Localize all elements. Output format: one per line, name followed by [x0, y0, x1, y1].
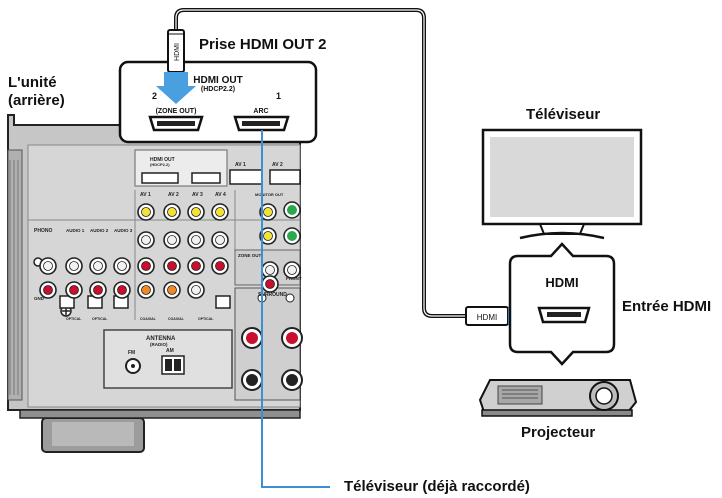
rca-jack-core — [215, 261, 225, 271]
rca-jack-core — [167, 261, 177, 271]
rca-jack-core — [167, 235, 177, 245]
projector-callout-hdmi-label: HDMI — [545, 275, 578, 290]
panel-antenna-sub: (RADIO) — [150, 342, 168, 347]
panel-hdmi-out-title: HDMI OUT — [150, 157, 175, 163]
unit-rear-label-line1: L'unité — [8, 74, 57, 91]
rca-jack-core — [215, 207, 225, 217]
callout-hdmi-out-subtitle: (HDCP2.2) — [201, 86, 235, 93]
panel-audio3-label: AUDIO 3 — [114, 228, 133, 233]
rca-jack-core — [191, 261, 201, 271]
rca-jack-core — [43, 261, 53, 271]
rca-jack-core — [43, 285, 53, 295]
panel-am-label: AM — [166, 348, 174, 354]
projector-label: Projecteur — [521, 424, 596, 441]
panel-av4-label: AV 4 — [215, 192, 226, 198]
rca-jack-core — [263, 207, 273, 217]
blue-arrow-down — [156, 72, 196, 104]
rca-jack-core — [141, 207, 151, 217]
callout-port1-number: 1 — [276, 91, 281, 101]
receiver-bottom-edge — [19, 409, 301, 419]
tv-already-connected-label: Téléviseur (déjà raccordé) — [344, 478, 530, 495]
tv-stand — [519, 231, 605, 240]
rca-jack-core — [167, 285, 177, 295]
hdmi-out-2-jack-label: Prise HDMI OUT 2 — [199, 36, 327, 53]
callout-port2-number: 2 — [152, 91, 157, 101]
panel-hdmi-out-1-port — [191, 172, 221, 184]
panel-optical-label-2: OPTICAL — [92, 317, 108, 321]
rca-jack-core — [117, 285, 127, 295]
panel-front-label: FRONT — [286, 276, 302, 281]
rca-jack-core — [191, 285, 201, 295]
rca-jack-core — [69, 285, 79, 295]
plug-top-label: HDMI — [174, 43, 181, 61]
rca-jack-core — [93, 261, 103, 271]
rca-jack-core — [167, 207, 177, 217]
hdmi-input-label: Entrée HDMI — [622, 298, 712, 315]
projector-hdmi-callout — [508, 242, 616, 366]
plug-right-label: HDMI — [477, 313, 497, 322]
panel-coaxial-label-2: COAXIAL — [168, 317, 185, 321]
panel-labels: HDMI OUT (HDCP2.2) AV 1 AV 2 AV 1 AV 2 A… — [34, 157, 302, 356]
panel-hdmi-out-2-port — [141, 172, 179, 184]
panel-phono-label: PHONO — [34, 228, 52, 234]
projector — [478, 379, 638, 417]
projector-hdmi-port — [547, 312, 581, 317]
hdmi-out-2-port — [157, 121, 195, 126]
unit-rear-label-line2: (arrière) — [8, 92, 65, 109]
receiver-foot-inner — [52, 422, 134, 446]
panel-av3-label: AV 3 — [192, 192, 203, 198]
panel-fm-label: FM — [128, 350, 135, 356]
callout-hdmi-out-title: HDMI OUT — [193, 75, 242, 86]
panel-surround-label: SURROUND — [258, 292, 287, 298]
panel-av1-top: AV 1 — [235, 162, 246, 168]
panel-av2-label: AV 2 — [168, 192, 179, 198]
rca-jack-core — [263, 231, 273, 241]
panel-zone-out-label: ZONE OUT — [238, 253, 262, 258]
panel-hdmi-out-sub: (HDCP2.2) — [150, 162, 170, 167]
rca-jack-core — [215, 235, 225, 245]
panel-optical-label-3: OPTICAL — [198, 317, 214, 321]
rca-jack-core — [117, 261, 127, 271]
rca-jack-core — [265, 279, 275, 289]
panel-coaxial-label-1: COAXIAL — [140, 317, 157, 321]
already-connected-leader — [261, 130, 330, 488]
rca-jack-core — [93, 285, 103, 295]
panel-antenna-label: ANTENNA — [146, 336, 176, 342]
tv-label: Téléviseur — [526, 106, 601, 123]
projector-callout-box — [508, 242, 616, 366]
panel-av2-top: AV 2 — [272, 162, 283, 168]
panel-monitor-out-label: MONITOR OUT — [255, 192, 284, 197]
rca-jack-core — [265, 265, 275, 275]
panel-av1-label: AV 1 — [140, 192, 151, 198]
panel-gnd-label: GND — [34, 296, 45, 301]
panel-optical-label-1: OPTICAL — [66, 317, 82, 321]
rca-jack-core — [141, 235, 151, 245]
rca-jack-core — [191, 235, 201, 245]
rca-jack-grid — [39, 203, 301, 299]
hdmi-out-1-port — [242, 121, 280, 126]
rca-jack-core — [141, 261, 151, 271]
panel-audio1-label: AUDIO 1 — [66, 228, 85, 233]
rca-jack-core — [287, 265, 297, 275]
callout-port1-name: ARC — [253, 108, 268, 115]
rca-jack-core — [69, 261, 79, 271]
rca-jack-core — [141, 285, 151, 295]
panel-audio2-label: AUDIO 2 — [90, 228, 109, 233]
hdmi-out-callout-box — [118, 60, 318, 144]
tv-screen — [490, 137, 634, 217]
rca-jack-core — [191, 207, 201, 217]
television — [481, 128, 643, 240]
callout-port2-name: (ZONE OUT) — [156, 108, 197, 115]
hdmi-out-callout — [118, 60, 318, 144]
